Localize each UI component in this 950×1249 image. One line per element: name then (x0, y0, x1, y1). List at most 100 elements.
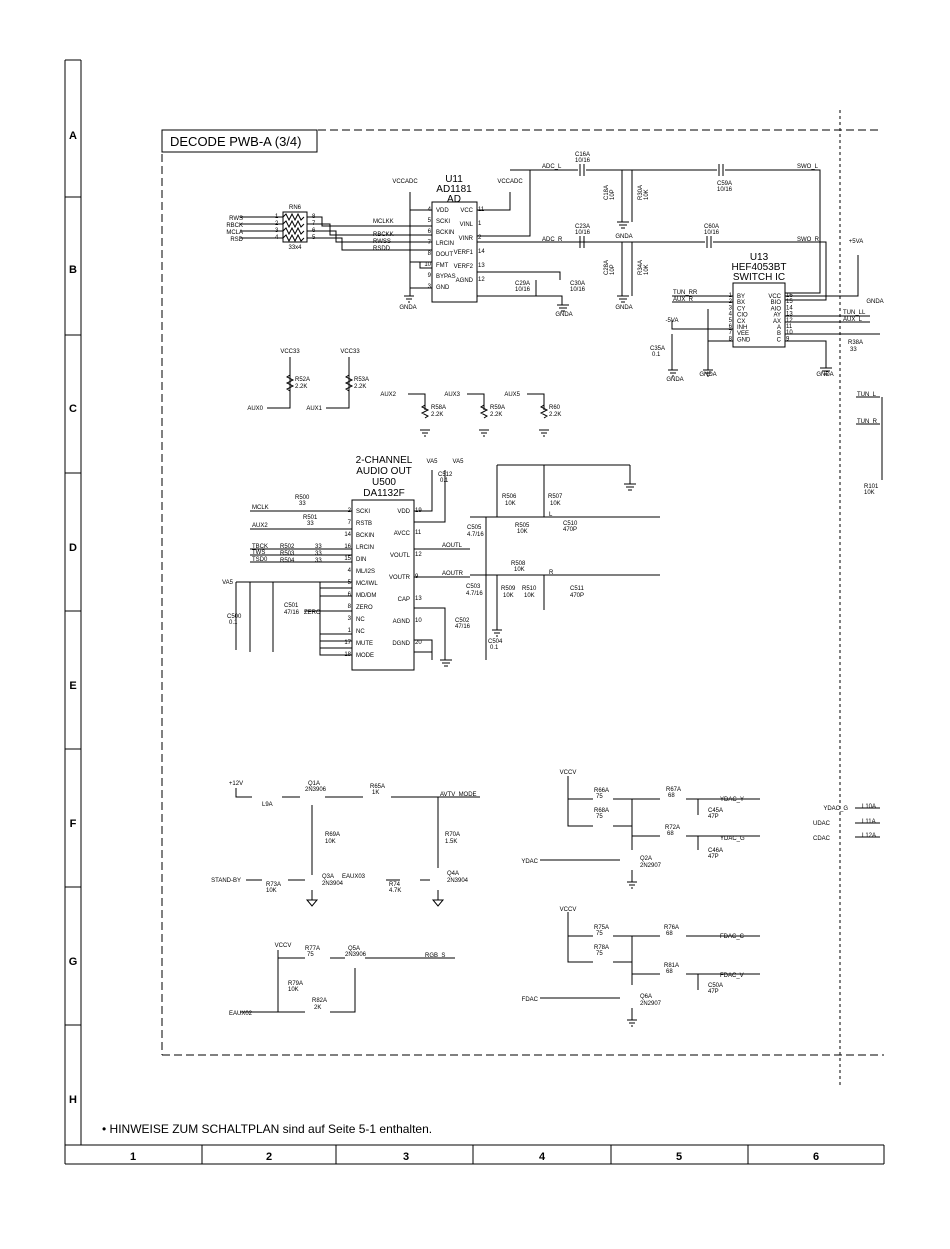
pin-number: 8 (348, 604, 352, 610)
part-label: R72A (665, 825, 680, 831)
part-label: C50A (708, 983, 723, 989)
part-value: 470P (563, 527, 577, 533)
net-label: UDAC (813, 821, 831, 827)
u13-part: HEF4053BT (731, 262, 786, 273)
part-value: 0.1 (652, 352, 661, 358)
part-label: Q3A (322, 874, 334, 880)
pin-name: AVCC (394, 531, 411, 537)
net-label: TBCK (252, 544, 268, 550)
pin-name: CAP (398, 597, 410, 603)
pin-number: 4 (729, 312, 733, 318)
part-label: R30A (638, 185, 644, 200)
pin-name: BCKIN (356, 533, 374, 539)
net-label: AUX_L (843, 317, 863, 323)
net-label: GNDA (399, 305, 416, 311)
u500-part: DA1132F (363, 488, 405, 499)
u500-ref: U500 (372, 477, 396, 488)
pin-name: VDD (397, 509, 410, 515)
part-value: 47P (708, 989, 719, 995)
net-label: RBCK (226, 223, 243, 229)
pin-name: LRCIN (436, 241, 454, 247)
pin-name: BY (737, 294, 745, 300)
part-label: C512 (438, 472, 453, 478)
column-label: 3 (403, 1151, 409, 1163)
part-label: C35A (650, 346, 665, 352)
part-value: 4.7K (389, 888, 401, 894)
net-label: VCCADC (497, 179, 523, 185)
net-label: AOUTR (442, 571, 464, 577)
video-buffers (540, 776, 880, 1020)
pin-number: 4 (348, 568, 352, 574)
pin-name: SCKI (436, 219, 450, 225)
column-label: 1 (130, 1151, 136, 1163)
pin-name: RSTB (356, 521, 372, 527)
part-label: C18A (604, 185, 610, 200)
part-value: 10K (517, 529, 528, 535)
part-value: 10/16 (575, 230, 591, 236)
part-value: 47P (708, 854, 719, 860)
part-value: 10K (644, 189, 650, 200)
part-label: C501 (284, 603, 299, 609)
part-value: 10K (288, 987, 299, 993)
part-label: R60 (549, 405, 561, 411)
u13-switch: U13 HEF4053BT SWITCH IC BY1BX2CY3CIO4CX5… (729, 252, 793, 348)
net-label: GNDA (615, 305, 632, 311)
part-label: R82A (312, 998, 327, 1004)
pin-number: 5 (428, 218, 432, 224)
pin-number: 9 (786, 336, 790, 342)
net-label: VCCV (560, 770, 577, 776)
part-label: R75A (594, 925, 609, 931)
pin-name: AGND (456, 278, 474, 284)
part-label: R510 (522, 586, 537, 592)
part-value: 10K (644, 264, 650, 275)
net-label: AUX2 (380, 392, 396, 398)
pin-name: GND (436, 285, 450, 291)
pin-number: 5 (348, 580, 352, 586)
row-label: E (69, 680, 76, 692)
net-label: RWSS (373, 239, 391, 245)
net-label: GNDA (666, 377, 683, 383)
net-label: YDAC_G (823, 806, 848, 812)
part-value: 4.7/16 (466, 591, 483, 597)
part-label: C60A (704, 224, 719, 230)
part-value: 75 (596, 951, 603, 957)
pin-name: GND (737, 337, 751, 343)
pin-number: 11 (786, 324, 793, 330)
part-label: R34A (638, 260, 644, 275)
net-label: ADC_R (542, 237, 563, 243)
rn6-ref: RN6 (289, 205, 302, 211)
part-value: 2.2K (354, 384, 366, 390)
part-value: 10/16 (570, 287, 586, 293)
pin-number: 9 (428, 273, 432, 279)
net-label: AVTV_MODE (440, 792, 477, 798)
pin-number: 7 (729, 330, 733, 336)
part-value: 10K (505, 501, 516, 507)
net-label: AUX5 (504, 392, 520, 398)
part-value: 470P (570, 593, 584, 599)
pin-name: AX (773, 319, 781, 325)
part-value: 10K (503, 593, 514, 599)
pin-number: 14 (478, 249, 485, 255)
part-value: 10K (514, 567, 525, 573)
pin-name: MD/DM (356, 593, 376, 599)
part-label: R509 (501, 586, 516, 592)
part-value: 75 (596, 931, 603, 937)
pin-number: 8 (428, 251, 432, 257)
net-label: SWO_L (797, 164, 819, 170)
part-value: 2N3906 (345, 952, 367, 958)
part-value: 10K (325, 839, 336, 845)
pin-name: VINR (459, 236, 474, 242)
pin-name: VINL (460, 222, 474, 228)
u500-dac: 2-CHANNEL AUDIO OUT U500 DA1132F SCKI2RS… (344, 455, 422, 671)
u11-left-pins: VDD4SCKI5BCKIN6LRCIN7DOUT8FMT10BYPAS9GND… (424, 207, 455, 291)
pin-name: DGND (392, 641, 410, 647)
pin-name: LRCIN (356, 545, 374, 551)
net-label: TUN_R (857, 419, 878, 425)
net-label: AOUTL (442, 543, 463, 549)
part-value: 10K (550, 501, 561, 507)
u11-func: AD (447, 194, 461, 205)
column-labels: 1 2 3 4 5 6 (130, 1151, 819, 1163)
